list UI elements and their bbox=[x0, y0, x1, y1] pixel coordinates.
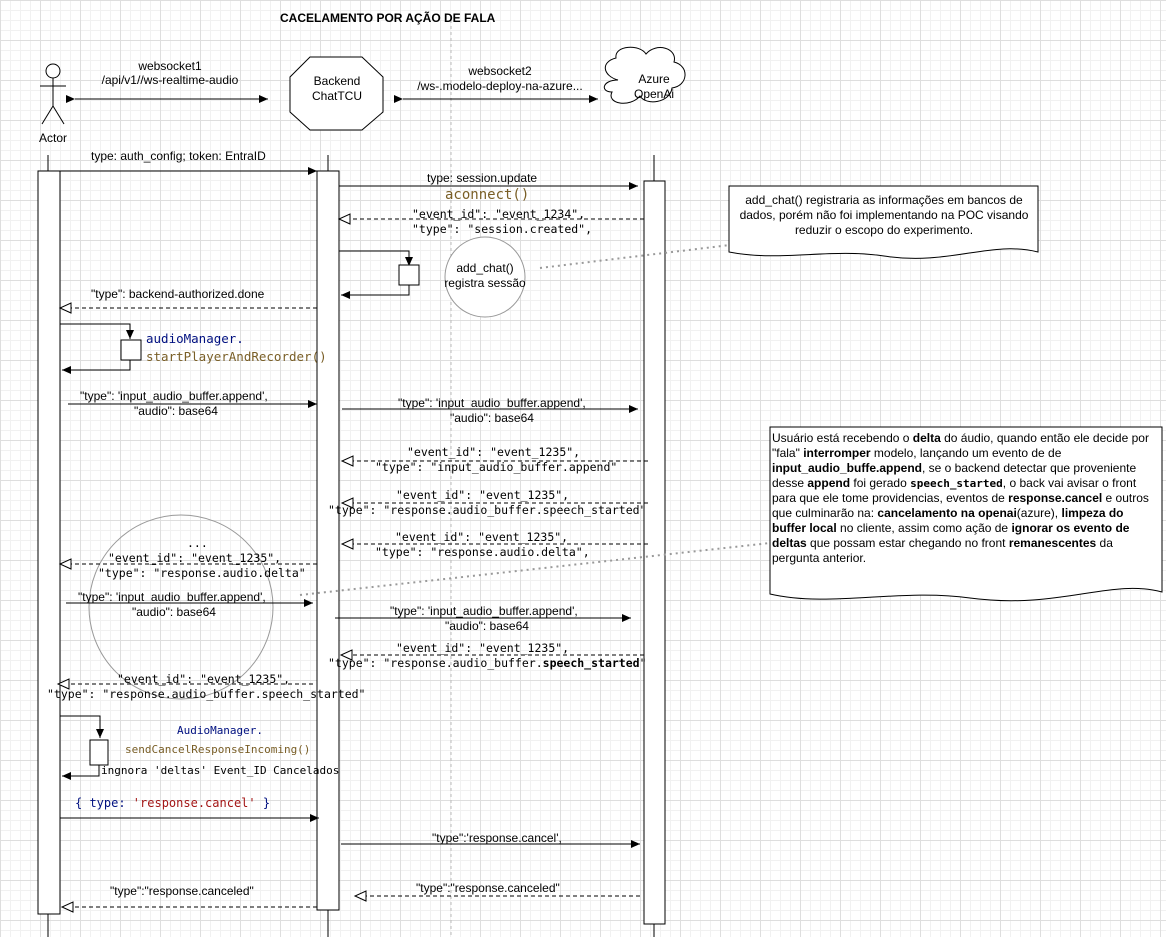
ws1-label: websocket1 bbox=[138, 59, 202, 73]
delta-azure-line1: "event_id": "event_1235", bbox=[395, 530, 569, 544]
add-chat-note-shape bbox=[728, 185, 1039, 259]
delta-front-line1: "event_id": "event_1235", bbox=[108, 551, 282, 565]
delta-note-run: speech_started bbox=[910, 477, 1003, 490]
cancel-front-value: 'response.cancel' bbox=[132, 796, 256, 810]
azure-cloud bbox=[603, 46, 686, 104]
delta-front-ellipsis: ... bbox=[187, 536, 208, 550]
actor-label: Actor bbox=[38, 131, 67, 145]
actor-activation bbox=[37, 170, 61, 915]
backend-label-line1: Backend bbox=[313, 74, 361, 88]
canceled-azure-label: "type":"response.canceled" bbox=[416, 881, 560, 895]
cancel-front-suffix: } bbox=[255, 796, 271, 810]
audio-manager-line2: startPlayerAndRecorder() bbox=[146, 349, 327, 364]
delta-note-run: foi gerado bbox=[850, 476, 911, 490]
append-backend-2-line1: "type": 'input_audio_buffer.append', bbox=[390, 604, 578, 618]
auth-label: type: auth_config; token: EntraID bbox=[91, 149, 266, 163]
add-chat-note: add_chat() registraria as informações em… bbox=[739, 193, 1029, 237]
delta-note-run: que possam estar chegando no front bbox=[806, 536, 1009, 550]
speech-started-1-line2: "type": "response.audio_buffer.speech_st… bbox=[328, 503, 647, 517]
append-backend-1-line2: "audio": base64 bbox=[450, 411, 534, 425]
add-chat-selfcall bbox=[339, 250, 413, 266]
delta-note-run: response.cancel bbox=[1008, 491, 1103, 505]
append-actor-2-line2: "audio": base64 bbox=[132, 605, 216, 619]
delta-note-run: input_audio_buffe.append bbox=[772, 461, 922, 475]
delta-azure-line2: "type": "response.audio.delta", bbox=[375, 545, 590, 559]
delta-note-run: , o back vai avisar o front para que ele… bbox=[772, 476, 1137, 505]
delta-note-run: da pergunta anterior. bbox=[772, 536, 1113, 565]
add-chat-note-link bbox=[539, 244, 731, 269]
add-chat-sub: registra sessão bbox=[444, 276, 526, 290]
delta-note-run: interromper bbox=[803, 446, 871, 460]
audio-manager-box bbox=[120, 339, 142, 361]
delta-note-link bbox=[299, 542, 771, 596]
aconnect-label: aconnect() bbox=[445, 187, 530, 203]
delta-note: Usuário está recebendo o delta do áudio,… bbox=[772, 431, 1160, 566]
delta-note-run: (azure), bbox=[1016, 506, 1062, 520]
add-chat-label: add_chat() bbox=[456, 261, 514, 275]
append-ack-line2: "type": "input_audio_buffer.append" bbox=[375, 460, 618, 474]
add-chat-circle bbox=[444, 236, 526, 318]
cancel-incoming-line1: AudioManager. bbox=[176, 724, 264, 737]
delta-note-run: remanescentes bbox=[1008, 536, 1097, 550]
append-actor-1-line2: "audio": base64 bbox=[134, 404, 218, 418]
session-update-label: type: session.update bbox=[427, 171, 538, 185]
delta-note-run: modelo, lançando um evento de de bbox=[870, 446, 1062, 460]
backend-activation bbox=[316, 170, 340, 911]
cancel-front-prefix: { type: bbox=[75, 796, 133, 810]
append-backend-1-line1: "type": 'input_audio_buffer.append', bbox=[398, 396, 586, 410]
delta-note-run: , se o backend detectar que proveniente … bbox=[772, 461, 1137, 490]
delta-note-run: do áudio, quando então ele decide por "f… bbox=[772, 431, 1149, 460]
speech-started-2-line1: "event_id": "event_1235", bbox=[396, 641, 570, 655]
append-ack-line1: "event_id": "event_1235", bbox=[407, 445, 581, 459]
cancel-incoming-selfcall bbox=[60, 715, 104, 738]
session-created-line1: "event_id": "event_1234", bbox=[412, 207, 586, 221]
delta-note-run: append bbox=[807, 476, 851, 490]
delta-note-run: ignorar os evento de deltas bbox=[772, 521, 1130, 550]
speech-started-2-line2: "type": "response.audio_buffer.speech_st… bbox=[328, 656, 647, 671]
append-actor-1-line1: "type": 'input_audio_buffer.append', bbox=[80, 389, 268, 403]
backend-octagon bbox=[289, 56, 384, 131]
canceled-front-label: "type":"response.canceled" bbox=[110, 884, 254, 898]
ws2-label: websocket2 bbox=[468, 64, 532, 78]
speech-started-2-suffix: " bbox=[639, 656, 647, 670]
ws2-path: /ws-.modelo-deploy-na-azure... bbox=[417, 79, 583, 93]
authorized-label: "type": backend-authorized.done bbox=[91, 287, 265, 301]
azure-label-line2: OpenAi bbox=[633, 87, 675, 101]
cancel-front-label: { type: 'response.cancel' } bbox=[75, 796, 270, 811]
delta-front-line2: "type": "response.audio.delta" bbox=[98, 566, 306, 580]
add-chat-return bbox=[341, 285, 410, 299]
audio-manager-line1: audioManager. bbox=[146, 331, 244, 346]
audio-manager-selfcall bbox=[60, 323, 134, 339]
session-created-line2: "type": "session.created", bbox=[412, 222, 593, 236]
speech-started-2-prefix: "type": "response.audio_buffer. bbox=[328, 656, 543, 670]
ws1-path: /api/v1//ws-realtime-audio bbox=[101, 73, 239, 87]
actor-icon bbox=[40, 63, 66, 125]
speech-started-2-bold: speech_started bbox=[542, 656, 640, 670]
speech-started-front-line2: "type": "response.audio_buffer.speech_st… bbox=[47, 687, 366, 701]
append-actor-2-line1: "type": 'input_audio_buffer.append', bbox=[78, 590, 266, 604]
diagram-title: CACELAMENTO POR AÇÃO DE FALA bbox=[280, 11, 496, 25]
append-backend-2-line2: "audio": base64 bbox=[445, 619, 529, 633]
delta-note-run: e outros que culminarão na: bbox=[772, 491, 1149, 520]
cancel-incoming-line3: ingnora 'deltas' Event_ID Cancelados bbox=[101, 764, 340, 777]
speech-started-front-line1: "event_id": "event_1235", bbox=[117, 672, 291, 686]
delta-note-run: no cliente, assim como ação de bbox=[836, 521, 1012, 535]
delta-note-run: Usuário está recebendo o bbox=[772, 431, 913, 445]
speech-started-1-line1: "event_id": "event_1235", bbox=[396, 488, 570, 502]
audio-manager-return bbox=[62, 360, 131, 374]
backend-label-line2: ChatTCU bbox=[311, 89, 362, 103]
azure-label-line1: Azure bbox=[638, 72, 670, 86]
delta-note-shape bbox=[769, 426, 1163, 602]
delta-note-run: cancelamento na openai bbox=[877, 506, 1017, 520]
cancel-incoming-return bbox=[62, 765, 100, 780]
add-chat-box bbox=[398, 264, 420, 286]
cancel-incoming-line2: sendCancelResponseIncoming() bbox=[125, 743, 311, 756]
delta-highlight-circle bbox=[88, 514, 274, 700]
cancel-incoming-box bbox=[89, 739, 109, 766]
cancel-backend-label: "type":'response.cancel', bbox=[432, 831, 562, 845]
delta-note-run: delta bbox=[912, 431, 941, 445]
delta-note-run: limpeza do buffer local bbox=[772, 506, 1124, 535]
azure-activation bbox=[643, 180, 666, 925]
